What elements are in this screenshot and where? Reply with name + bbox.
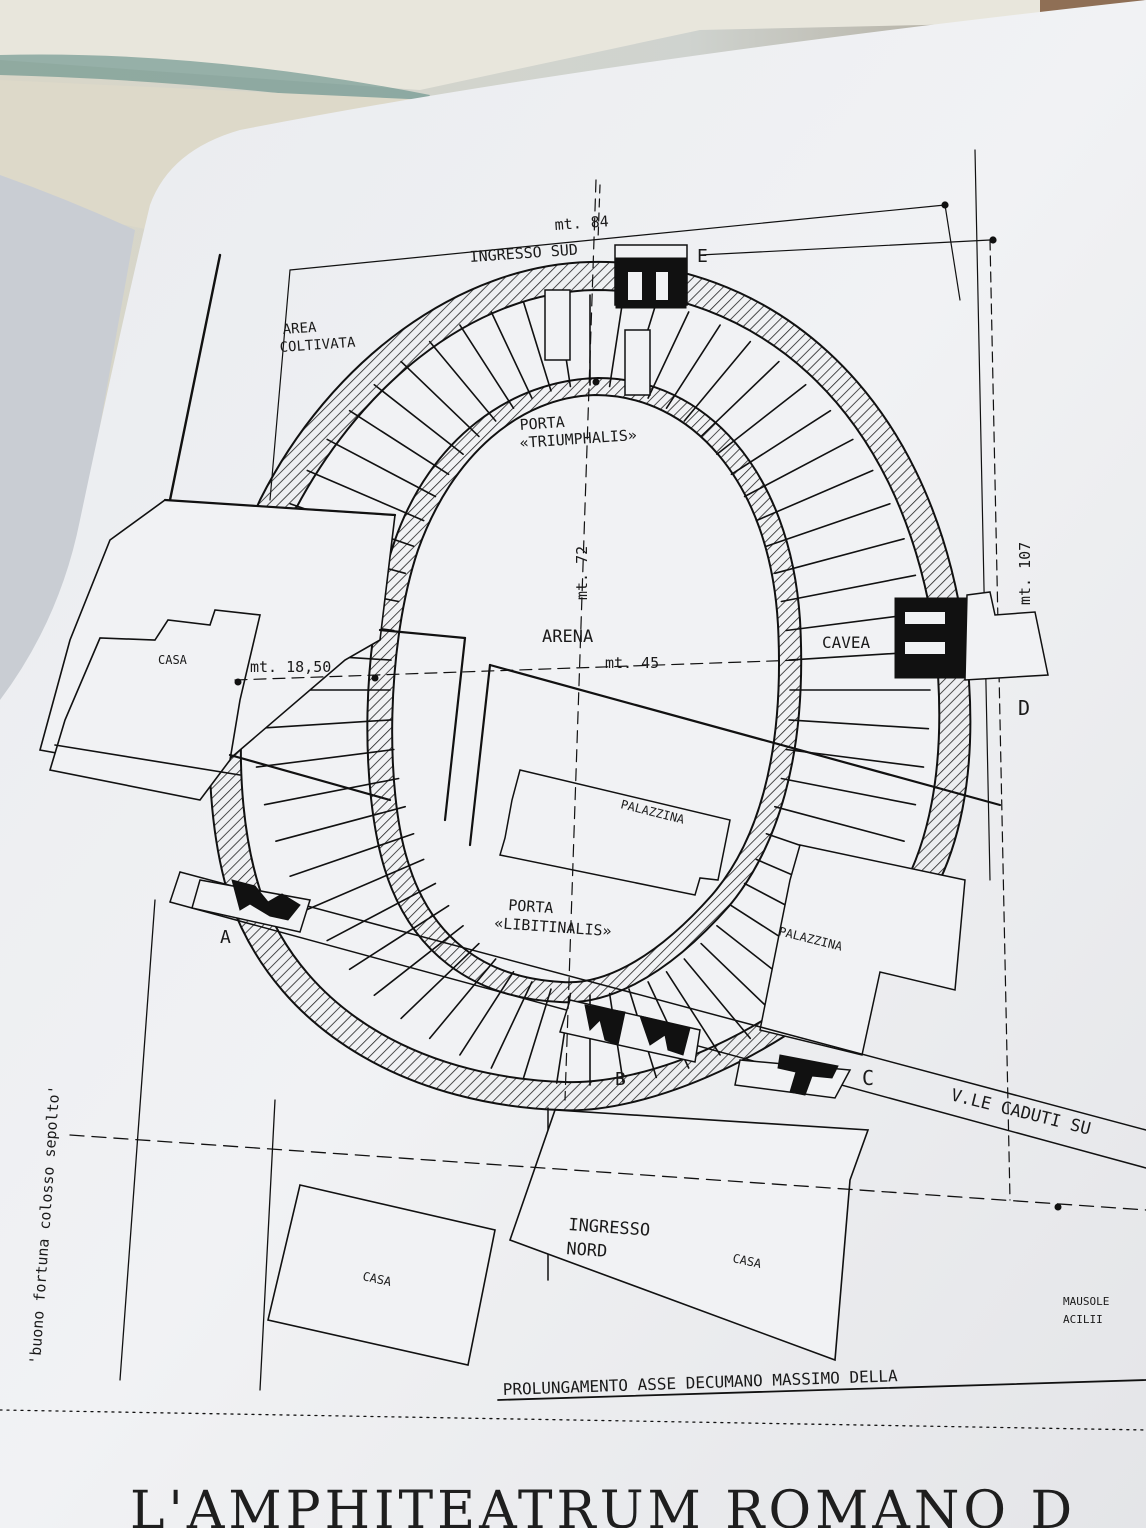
label-e: E [697, 246, 708, 267]
vault-line [730, 409, 832, 476]
vault-line [289, 832, 415, 878]
vault-line [522, 301, 552, 392]
label-acilii: ACILII [1063, 1313, 1103, 1326]
lot-lines [0, 899, 1146, 1431]
entrance-c [734, 1054, 852, 1099]
vault-line [275, 805, 407, 843]
palazzina-right [759, 844, 966, 1056]
vault-line [373, 383, 464, 456]
vault-line [743, 438, 854, 498]
entrance-a [191, 879, 311, 933]
label-porta-libitinalis: PORTA [508, 896, 554, 917]
vault-line [683, 958, 752, 1040]
vault-line [683, 340, 752, 422]
label-mt84: mt. 84 [554, 212, 609, 234]
label-coltivata: COLTIVATA [279, 335, 356, 356]
casa-left [38, 499, 396, 801]
entrance-b [559, 999, 701, 1063]
label-a: A [220, 927, 231, 948]
amphitheatre-plan [0, 149, 1146, 1431]
page-caption: L'AMPHITEATRUM ROMANO D [130, 1481, 1076, 1528]
vault-line [608, 296, 625, 388]
label-b: B [615, 1069, 626, 1090]
dimension-lines [269, 149, 1011, 1201]
label-porta-triumphalis: PORTA [519, 413, 565, 434]
axis-lines [234, 179, 801, 1101]
vault-line [700, 360, 780, 438]
label-mt107: mt. 107 [1016, 542, 1034, 605]
label-casa-bottom-right: CASA [731, 1251, 763, 1271]
vault-line [490, 311, 533, 399]
vault-line [400, 942, 480, 1020]
vault-line [373, 924, 464, 997]
vault-line [255, 748, 395, 768]
label-mausolei: MAUSOLE [1063, 1295, 1109, 1308]
vault-line [459, 970, 515, 1056]
label-casa-left: CASA [158, 653, 188, 667]
label-mt45: mt. 45 [605, 654, 659, 672]
vault-line [773, 537, 905, 575]
label-mt72: mt. 72 [573, 546, 591, 600]
vault-line [765, 502, 891, 548]
palazzina-center [499, 769, 731, 896]
label-cavea: CAVEA [822, 633, 871, 652]
vault-line [348, 409, 450, 476]
vault-line [306, 469, 425, 522]
label-nord: NORD [566, 1239, 608, 1262]
left-page [0, 175, 135, 700]
vault-line [306, 858, 425, 911]
vault-line [428, 340, 497, 422]
vault-line [428, 958, 497, 1040]
vault-line [490, 981, 533, 1069]
vault-line [263, 777, 400, 806]
vault-line [716, 383, 807, 456]
label-area: AREA [282, 320, 317, 338]
vault-line [459, 324, 515, 410]
label-c: C [862, 1066, 874, 1090]
vault-line [665, 970, 721, 1056]
entrance-d [894, 591, 1049, 681]
vault-line [780, 777, 917, 806]
vault-line [647, 311, 690, 399]
vault-line [348, 904, 450, 971]
vault-line [665, 324, 721, 410]
vault-line [780, 574, 917, 603]
vault-line [400, 360, 480, 438]
label-arena: ARENA [542, 627, 593, 647]
label-mt1850: mt. 18,50 [250, 658, 331, 676]
entrance-e [544, 244, 688, 396]
label-casa-bottom-left: CASA [361, 1269, 393, 1289]
crossing-building [163, 498, 1002, 847]
vault-line [326, 882, 437, 942]
vault-line [755, 469, 874, 522]
vault-line [788, 719, 930, 730]
vault-line [326, 438, 437, 498]
vault-line [522, 988, 552, 1079]
label-d: D [1018, 696, 1030, 720]
vault-line [250, 719, 392, 730]
casa-bottom-left [267, 1184, 496, 1366]
vault-line [773, 805, 905, 843]
